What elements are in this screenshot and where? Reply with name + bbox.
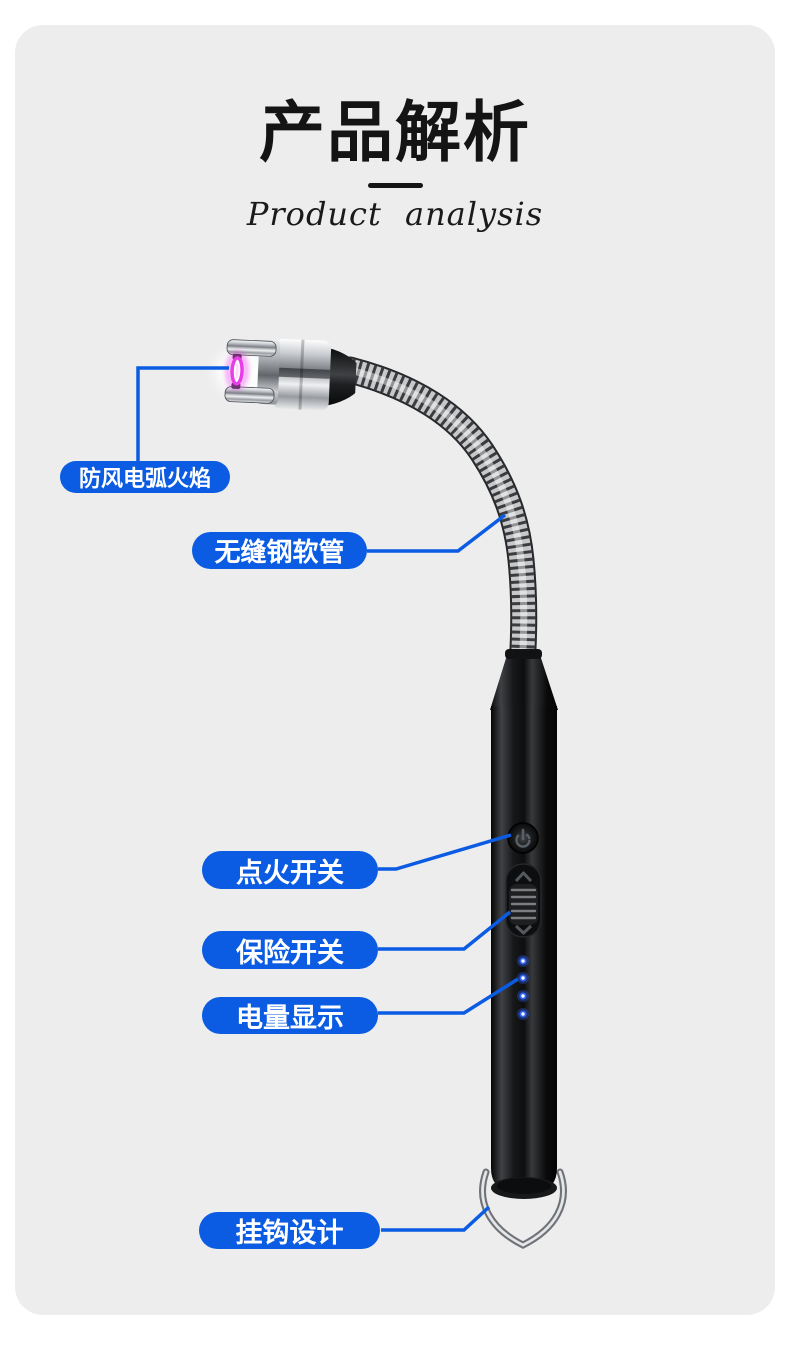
header: 产品解析 Product analysis [0, 95, 790, 234]
power-icon [515, 832, 531, 848]
head-collar [324, 347, 357, 406]
callout-battery-display: 电量显示 [202, 997, 378, 1034]
flexible-steel-hose [336, 356, 538, 682]
callout-line-safety-switch [378, 910, 512, 951]
callout-seamless-steel-hose: 无缝钢软管 [192, 532, 367, 569]
lighter-head [215, 338, 357, 411]
callout-line-steel-hose [367, 513, 507, 553]
title-divider [367, 183, 423, 189]
callout-line-arc-flame [136, 366, 229, 461]
callout-hook-design: 挂钩设计 [199, 1212, 380, 1249]
safety-slider-switch [505, 863, 542, 938]
callout-line-ignition-switch [378, 833, 512, 871]
chevron-down-icon [514, 924, 533, 935]
power-button [507, 822, 539, 854]
callout-windproof-arc-flame: 防风电弧火焰 [60, 461, 230, 493]
led-dot [517, 990, 529, 1002]
battery-level-leds [517, 955, 529, 1020]
background-card [15, 25, 775, 1315]
handle-body [491, 706, 557, 1191]
page-title: 产品解析 [259, 95, 531, 169]
led-dot [517, 955, 529, 967]
led-dot [517, 1008, 529, 1020]
chevron-up-icon [514, 871, 533, 883]
callout-lines [136, 366, 519, 1232]
arc-flame [225, 350, 250, 391]
led-dot [517, 972, 529, 984]
callout-line-battery-display [378, 977, 519, 1015]
callout-ignition-switch: 点火开关 [202, 851, 378, 889]
callout-safety-switch: 保险开关 [202, 931, 378, 969]
callout-line-hook-design [381, 1205, 491, 1232]
lighter-handle [490, 649, 558, 1199]
page-subtitle: Product analysis [246, 195, 544, 234]
handle-cone [490, 655, 558, 710]
hanging-hook-ring [479, 1168, 567, 1249]
